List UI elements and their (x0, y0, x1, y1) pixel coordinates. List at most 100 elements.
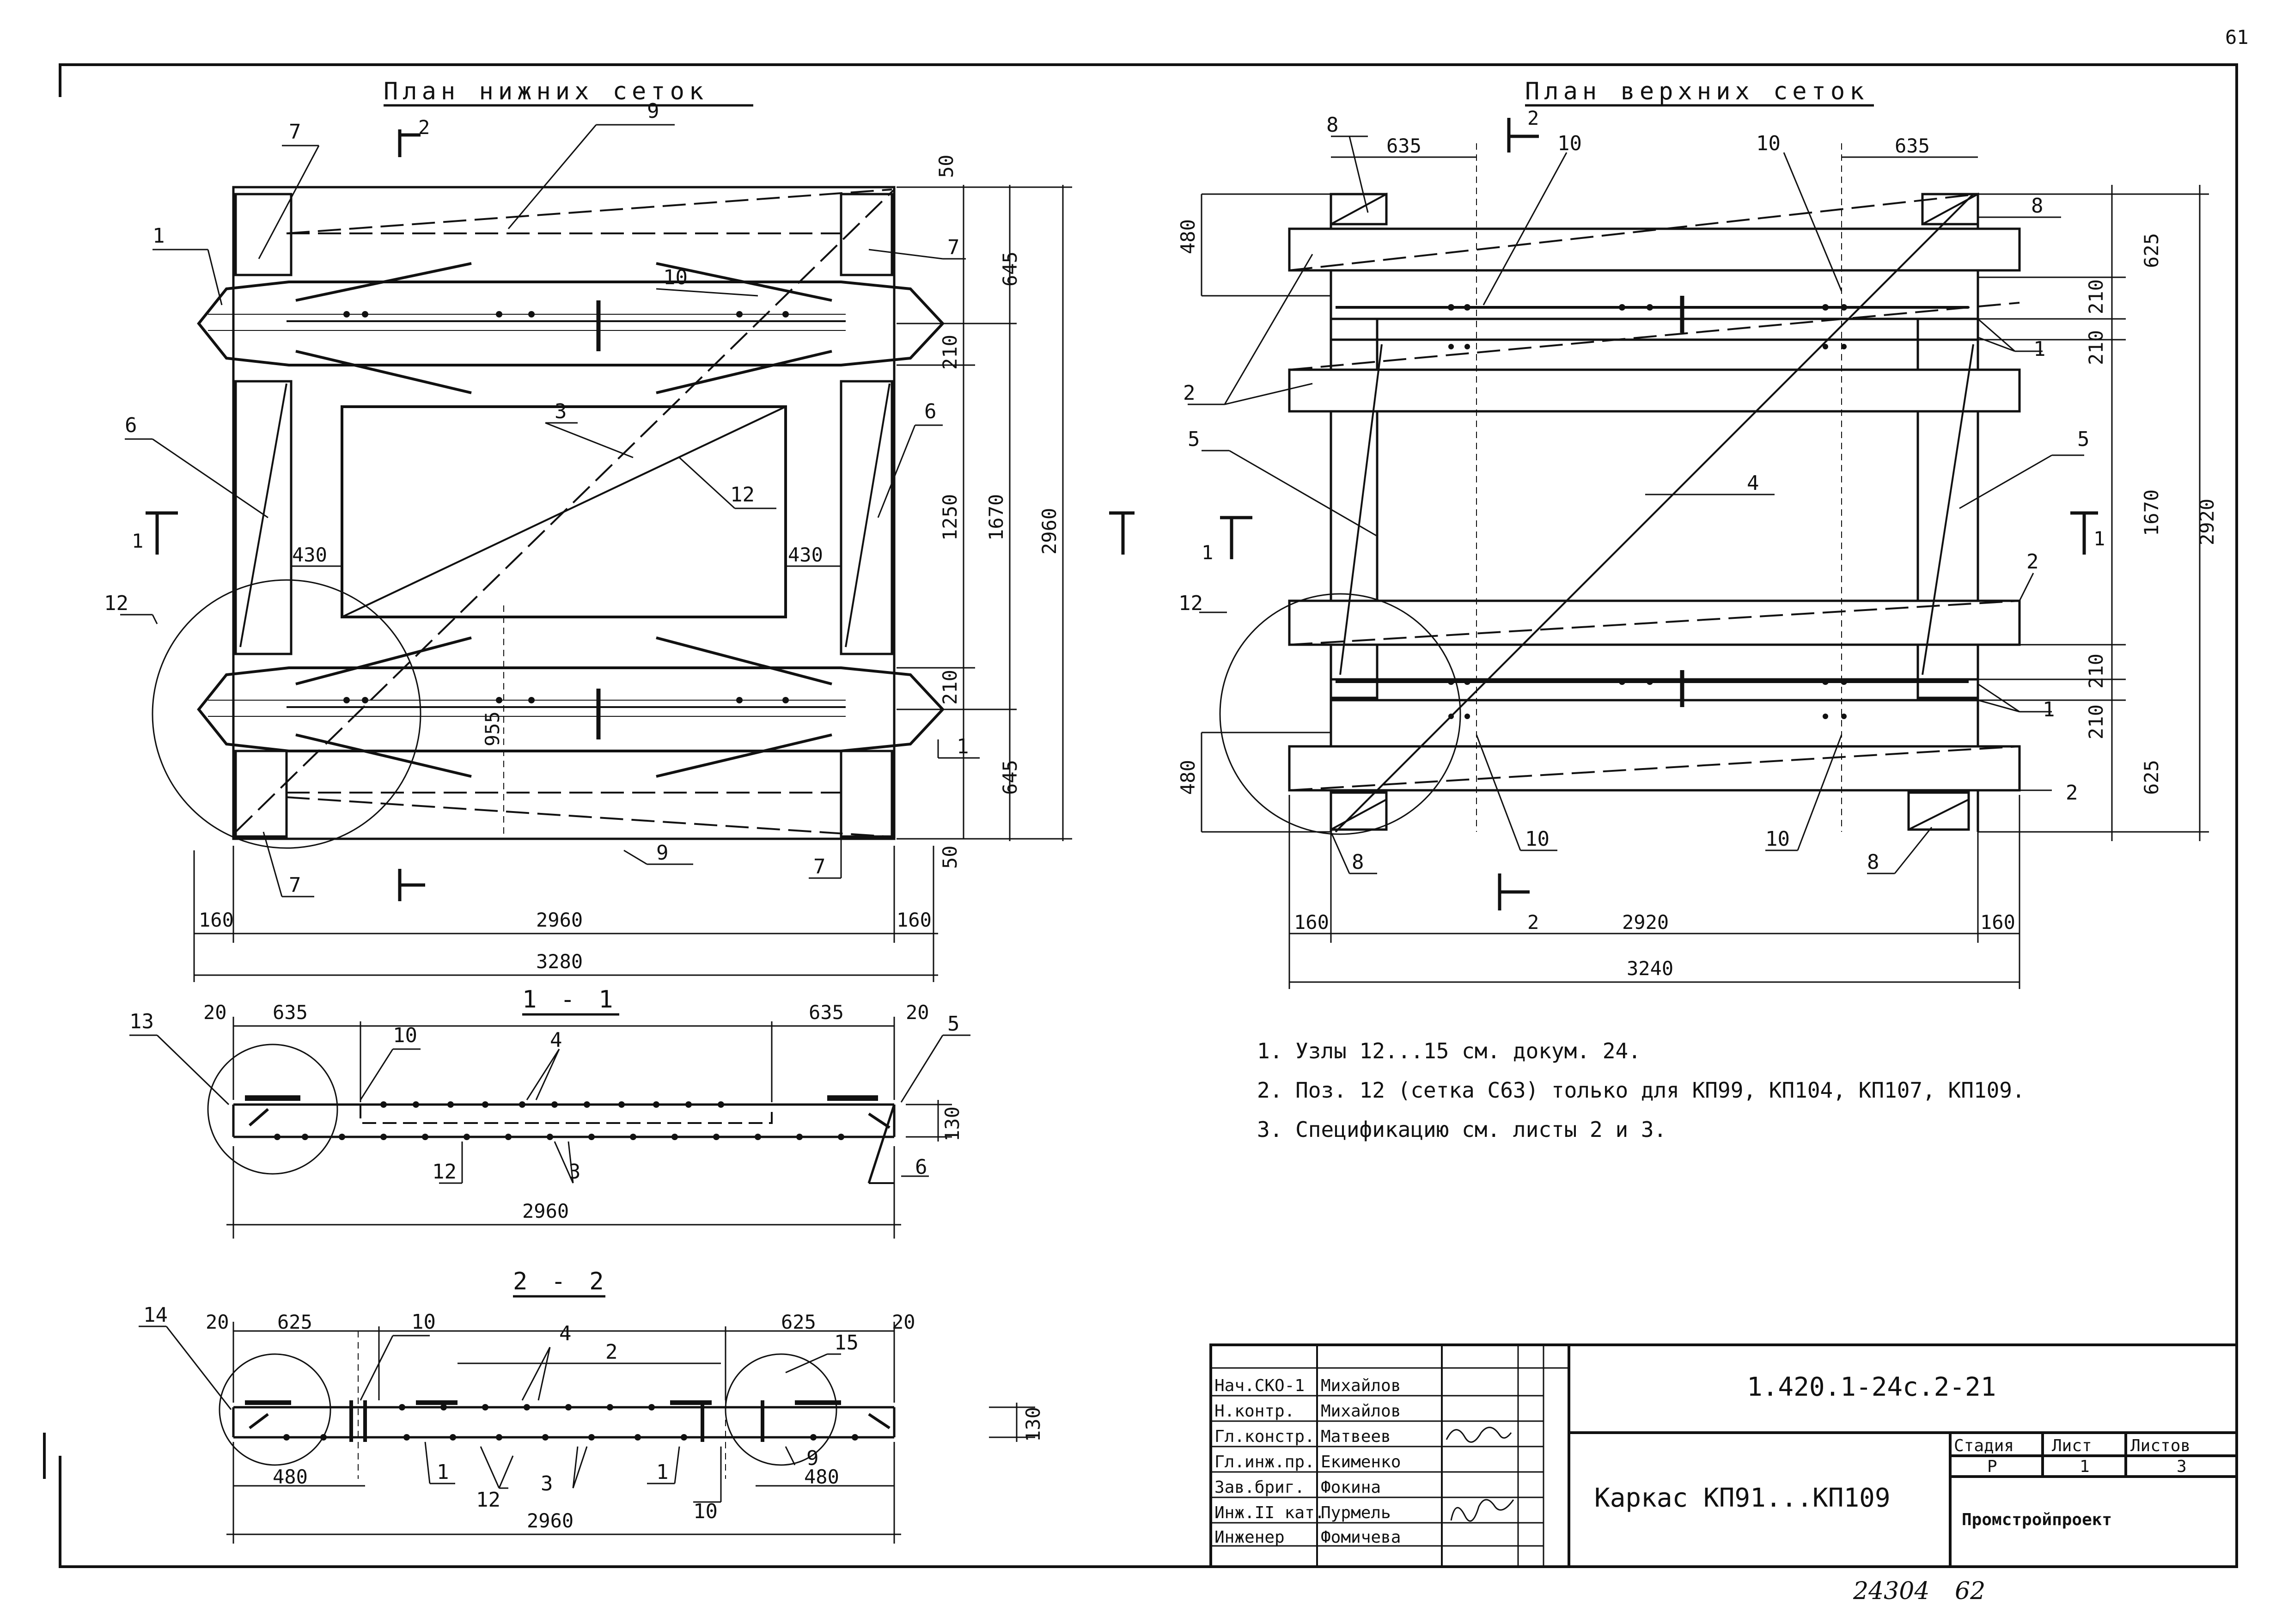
dim-3280: 3280 (536, 950, 583, 973)
dim-1670: 1670 (985, 494, 1007, 541)
handwritten-signatures (1446, 1427, 1514, 1522)
s22-dim-625-right: 625 (781, 1311, 816, 1333)
bottom-mesh-plan: План нижних сеток 2 1 (104, 78, 1135, 982)
top-pos-1-top: 1 (2033, 337, 2046, 361)
top-section-mark-1-label-right: 1 (2093, 527, 2105, 550)
signature-role: Инж.II кат. (1214, 1503, 1324, 1522)
top-dim-625-bottom: 625 (2140, 760, 2163, 795)
top-dim-480-bottom: 480 (1177, 760, 1199, 795)
s22-dim-20-left: 20 (206, 1311, 229, 1333)
bottom-inclined-bars (295, 262, 832, 778)
bottom-corner-blocks (234, 193, 893, 838)
s22-pos-9: 9 (806, 1447, 819, 1470)
bottom-dim-lines (193, 185, 1072, 982)
top-pos-10-tl: 10 (1557, 132, 1582, 155)
top-dim-210-a: 210 (2085, 279, 2107, 314)
signature-name: Матвеев (1321, 1427, 1391, 1446)
dim-50-top: 50 (935, 154, 958, 178)
general-notes: 1. Узлы 12...15 см. докум. 24. 2. Поз. 1… (1257, 1038, 2025, 1142)
top-section-mark-2-label-bottom: 2 (1527, 911, 1539, 934)
section-2-2-bar-dots (245, 1400, 858, 1441)
top-pos-2-right: 2 (2026, 550, 2039, 574)
s22-dim-2960: 2960 (527, 1509, 574, 1532)
top-section-mark-1-label: 1 (1202, 541, 1213, 564)
pos-9-bottom: 9 (656, 841, 669, 865)
top-dim-160-left: 160 (1294, 911, 1329, 934)
s22-dim-130: 130 (1022, 1407, 1044, 1442)
pos-7-top-right: 7 (947, 236, 960, 259)
s11-pos-10: 10 (393, 1024, 417, 1047)
sheets-value: 3 (2177, 1457, 2187, 1476)
signature-role: Гл.инж.пр. (1214, 1453, 1315, 1471)
top-dim-635-left: 635 (1386, 134, 1422, 157)
top-pos-2-left: 2 (1183, 381, 1196, 405)
doc-code: 1.420.1-24с.2-21 (1747, 1372, 1996, 1402)
top-dim-210-d: 210 (2085, 704, 2107, 739)
dim-645-top: 645 (999, 251, 1021, 287)
dim-210-a: 210 (939, 335, 961, 370)
section-1-1-dims (226, 1017, 952, 1239)
stage-value: Р (1987, 1457, 1997, 1476)
top-dim-1670: 1670 (2140, 489, 2163, 536)
pos-1-top: 1 (153, 224, 165, 248)
s22-pos-2: 2 (605, 1340, 618, 1364)
section-2-2-body (219, 1331, 896, 1479)
section-2-2-dims (226, 1322, 1035, 1544)
sheets-header: Листов (2130, 1436, 2190, 1455)
top-dim-2920: 2920 (2196, 499, 2218, 545)
s22-pos-1-left: 1 (437, 1460, 449, 1484)
s11-dim-635-left: 635 (273, 1001, 308, 1024)
top-dim-160-right: 160 (1980, 911, 2015, 934)
section-1-1-node-circle (207, 1044, 338, 1175)
s11-pos-4: 4 (550, 1028, 562, 1052)
dim-430-right: 430 (788, 543, 823, 566)
top-section-mark-2 (1498, 118, 1539, 910)
bottom-plan-outline (232, 186, 896, 840)
top-pos-4: 4 (1747, 471, 1759, 495)
bottom-node-circle-12 (152, 579, 421, 849)
top-dim-635-right: 635 (1895, 134, 1930, 157)
s22-dim-625-left: 625 (277, 1311, 312, 1333)
stage-header: Стадия (1954, 1436, 2014, 1455)
s11-dim-20-right: 20 (906, 1001, 929, 1024)
signature-name: Пурмель (1321, 1503, 1391, 1522)
section-mark-2-top-label: 2 (418, 116, 430, 139)
signature-role: Гл.констр. (1214, 1427, 1315, 1446)
note-1: 1. Узлы 12...15 см. докум. 24. (1257, 1038, 1641, 1063)
pos-9-top: 9 (647, 99, 659, 123)
s11-dim-130: 130 (941, 1106, 964, 1142)
top-pos-8-bl: 8 (1352, 850, 1364, 874)
signature-role: Нач.СКО-1 (1214, 1376, 1305, 1395)
signature-names: Михайлов Михайлов Матвеев Екименко Фокин… (1321, 1376, 1401, 1547)
top-plan-title: План верхних сеток (1525, 78, 1869, 105)
s22-pos-12: 12 (476, 1488, 500, 1512)
signature-role: Зав.бриг. (1214, 1478, 1305, 1497)
sheet-value: 1 (2080, 1457, 2090, 1476)
s22-dim-480-right: 480 (804, 1465, 839, 1488)
section-mark-2-bottom (398, 869, 425, 901)
section-1-1-bar-dots (245, 1095, 878, 1140)
top-pos-10-br: 10 (1765, 827, 1790, 851)
top-pos-8-br: 8 (1867, 850, 1879, 874)
s22-pos-10-top: 10 (411, 1310, 436, 1334)
dim-430-left: 430 (292, 543, 327, 566)
top-plan-frame (1330, 194, 1979, 832)
pos-12-circle-bottom: 12 (104, 592, 128, 615)
s22-pos-3: 3 (541, 1472, 553, 1496)
signature-name: Фомичева (1321, 1528, 1401, 1547)
pos-7-top-left: 7 (289, 120, 301, 144)
s11-dim-2960: 2960 (522, 1200, 569, 1222)
section-mark-1-left-label: 1 (132, 530, 143, 552)
top-dim-3240: 3240 (1627, 957, 1673, 980)
dim-645-bot: 645 (999, 760, 1021, 795)
top-bar-dots (1448, 304, 1847, 719)
dim-1250: 1250 (939, 494, 961, 541)
s22-pos-10-bottom: 10 (693, 1500, 718, 1523)
top-dim-lines (1201, 156, 2209, 989)
archive-suffix: 62 (1955, 1577, 1985, 1605)
section-1-1-title: 1 - 1 (522, 986, 618, 1013)
note-3: 3. Спецификацию см. листы 2 и 3. (1257, 1117, 1666, 1142)
bottom-bar-dots (343, 311, 789, 703)
section-2-2-title: 2 - 2 (513, 1268, 609, 1295)
